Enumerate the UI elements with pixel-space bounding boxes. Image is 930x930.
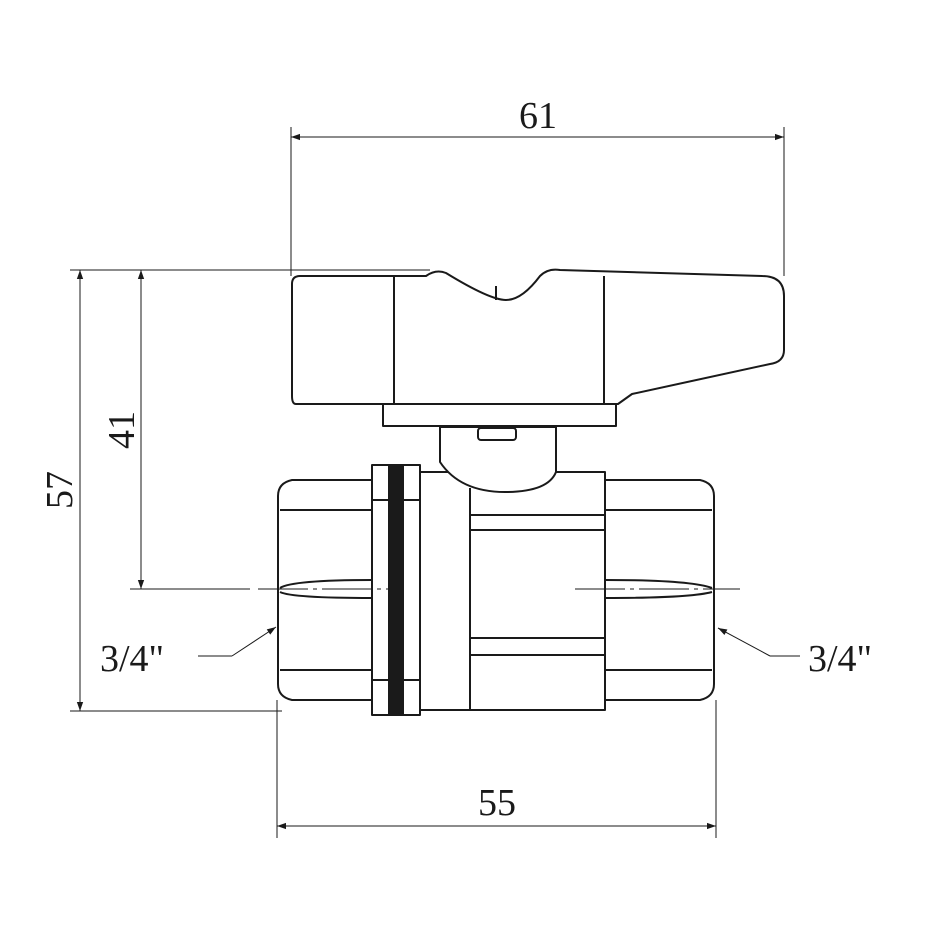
thread-callout-right: 3/4"	[717, 627, 872, 680]
dimension-overall-height: 57	[39, 269, 430, 712]
dimension-stem-height: 41	[101, 270, 250, 590]
handle-base	[382, 403, 617, 427]
handle-lever	[291, 268, 785, 405]
dimension-label-57: 57	[39, 471, 81, 509]
stem-nut	[477, 427, 517, 441]
union-nut-band	[388, 465, 404, 715]
thread-label-left: 3/4"	[100, 638, 164, 680]
dimension-label-41: 41	[101, 411, 143, 449]
dimension-handle-width: 61	[290, 95, 785, 276]
dimension-label-61: 61	[519, 95, 557, 137]
dimension-label-55: 55	[478, 782, 516, 824]
valve-body	[277, 426, 715, 716]
t-handle	[291, 268, 785, 427]
center-body-flat	[469, 529, 606, 639]
stem-neck	[439, 426, 557, 493]
dimension-body-length: 55	[276, 700, 717, 838]
thread-label-right: 3/4"	[808, 638, 872, 680]
left-hex-end	[277, 479, 373, 701]
thread-callout-left: 3/4"	[100, 626, 277, 680]
right-hex-end	[604, 479, 715, 701]
